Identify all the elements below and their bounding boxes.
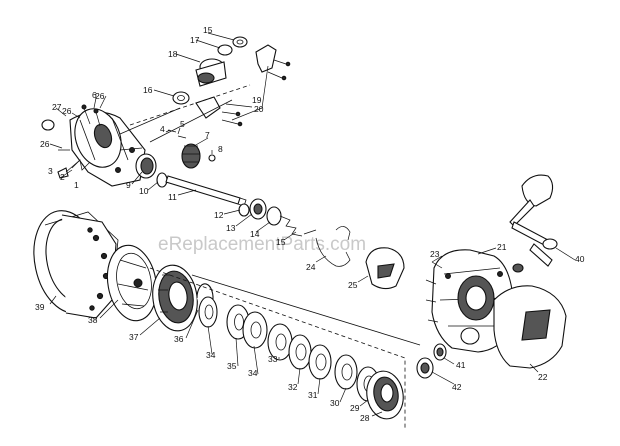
label-8: 8 (218, 144, 223, 154)
part-24-clicker-spring[interactable] (315, 226, 351, 267)
part-35-washer[interactable] (198, 296, 218, 328)
label-19: 19 (252, 95, 262, 105)
part-37-drag-gear[interactable] (149, 262, 202, 333)
label-15: 15 (203, 25, 213, 35)
part-17-washer[interactable] (217, 44, 233, 56)
label-14: 14 (250, 229, 260, 239)
part-8-pin[interactable] (208, 154, 216, 162)
part-15-nut[interactable] (232, 36, 248, 48)
label-39: 39 (35, 302, 45, 312)
label-31: 31 (308, 390, 318, 400)
part-1-frame[interactable] (67, 102, 146, 187)
part-31-washer[interactable] (308, 344, 332, 380)
label-23: 23 (430, 249, 440, 259)
part-40-handle[interactable] (509, 174, 558, 273)
label-22: 22 (538, 372, 548, 382)
label-9: 9 (126, 180, 131, 190)
label-29: 29 (350, 403, 360, 413)
part-18-handle-gear[interactable] (195, 58, 227, 87)
label-20: 20 (254, 104, 264, 114)
part-23-screws[interactable] (425, 261, 443, 323)
label-6: 6 (92, 90, 97, 100)
part-27-cap[interactable] (41, 119, 55, 131)
part-34-disc-b[interactable] (242, 311, 268, 349)
label-10: 10 (139, 186, 149, 196)
label-11: 11 (168, 192, 177, 202)
part-22-side-cover[interactable] (493, 285, 567, 369)
label-42: 42 (452, 382, 462, 392)
part-11-main-shaft[interactable] (165, 175, 247, 207)
label-40: 40 (575, 254, 585, 264)
label-33: 33 (268, 354, 278, 364)
label-26: 26 (95, 91, 105, 101)
part-16-bushing[interactable] (172, 91, 190, 105)
part-30-washer[interactable] (334, 354, 358, 390)
label-36: 36 (174, 334, 184, 344)
label-24: 24 (306, 262, 316, 272)
label-1: 1 (74, 180, 79, 190)
part-9-bearing[interactable] (135, 153, 157, 179)
part-20-screws[interactable] (221, 59, 291, 127)
label-18: 18 (168, 49, 178, 59)
part-25-drag-cover[interactable] (365, 247, 405, 290)
label-2: 2 (60, 172, 65, 182)
label-21: 21 (497, 242, 507, 252)
label-35: 35 (227, 361, 237, 371)
part-33-disc[interactable] (267, 323, 293, 361)
label-15b: 15 (276, 237, 286, 247)
part-12-washer[interactable] (238, 203, 250, 217)
part-19-lever[interactable] (195, 44, 277, 119)
part-labels: 15 17 18 16 19 20 27 26 6 26 26 2 3 1 4 … (35, 25, 585, 423)
label-25: 25 (348, 280, 358, 290)
watermark-text: eReplacementParts.com (158, 234, 366, 255)
part-38-drum-plate[interactable] (102, 241, 162, 324)
part-7-pinion-gear[interactable] (181, 143, 201, 169)
label-34a: 34 (206, 350, 216, 360)
part-26-screws[interactable] (58, 108, 101, 151)
label-26b: 26 (62, 106, 72, 116)
label-34b: 34 (248, 368, 258, 378)
part-32-washer[interactable] (288, 334, 312, 370)
part-39-side-ring[interactable] (25, 204, 119, 319)
label-37: 37 (129, 332, 139, 342)
part-2-spring[interactable] (71, 159, 91, 171)
part-21-side-plate[interactable] (431, 249, 513, 353)
part-13-bearing[interactable] (249, 198, 267, 220)
label-28: 28 (360, 413, 370, 423)
part-42-nut[interactable] (416, 357, 434, 379)
label-5: 5 (180, 119, 185, 129)
leader-lines (49, 32, 576, 417)
part-5-pin[interactable] (177, 135, 187, 139)
label-30: 30 (330, 398, 340, 408)
part-3-pawl[interactable] (57, 167, 69, 179)
label-7: 7 (205, 130, 210, 140)
label-32: 32 (288, 382, 298, 392)
label-12: 12 (214, 210, 224, 220)
label-3: 3 (48, 166, 53, 176)
part-14-spring[interactable] (266, 206, 317, 237)
part-41-bushing[interactable] (433, 343, 447, 361)
part-10-bushing[interactable] (156, 172, 168, 188)
label-41: 41 (456, 360, 466, 370)
label-26-left: 26 (40, 139, 50, 149)
label-38: 38 (88, 315, 98, 325)
label-13: 13 (226, 223, 236, 233)
label-4: 4 (160, 124, 165, 134)
label-27: 27 (52, 102, 62, 112)
part-6-screw[interactable] (81, 104, 91, 125)
part-28-bearing[interactable] (363, 368, 407, 422)
label-17: 17 (190, 35, 200, 45)
label-16: 16 (143, 85, 153, 95)
